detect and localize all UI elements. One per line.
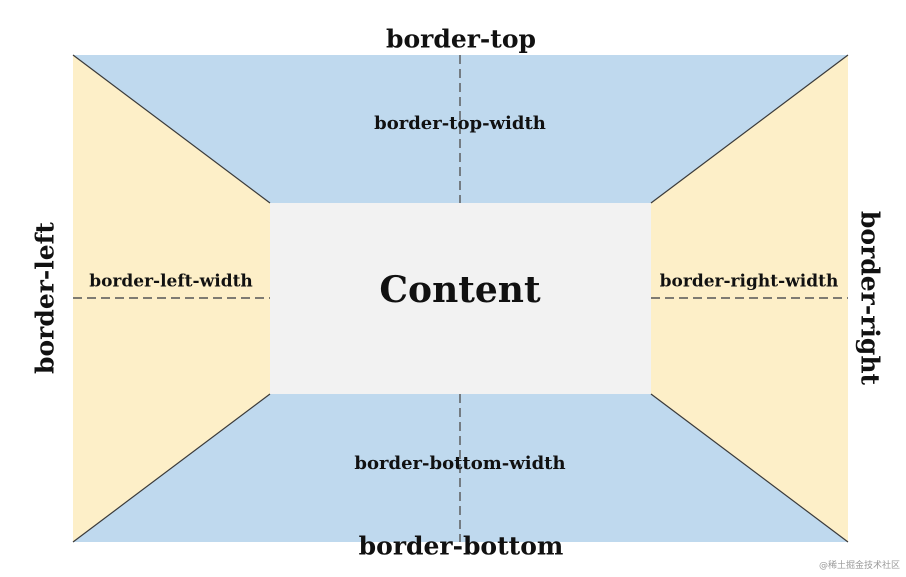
- border-top-label: border-top: [386, 24, 536, 54]
- border-bottom-label: border-bottom: [358, 531, 564, 561]
- content-box: [270, 203, 651, 394]
- border-top-width-label: border-top-width: [374, 113, 546, 134]
- border-bottom-width-label: border-bottom-width: [354, 453, 566, 474]
- border-right-label: border-right: [855, 210, 885, 386]
- content-label: Content: [379, 269, 541, 311]
- diagonal-bottom-left: [72, 393, 271, 543]
- border-left-width-label: border-left-width: [89, 271, 253, 292]
- watermark: @稀土掘金技术社区: [818, 561, 900, 571]
- border-right-width-label: border-right-width: [659, 271, 839, 292]
- diagonal-top-right: [650, 54, 849, 204]
- border-left-label: border-left: [30, 222, 60, 374]
- diagonal-bottom-right: [650, 393, 849, 543]
- diagonal-top-left: [72, 54, 271, 204]
